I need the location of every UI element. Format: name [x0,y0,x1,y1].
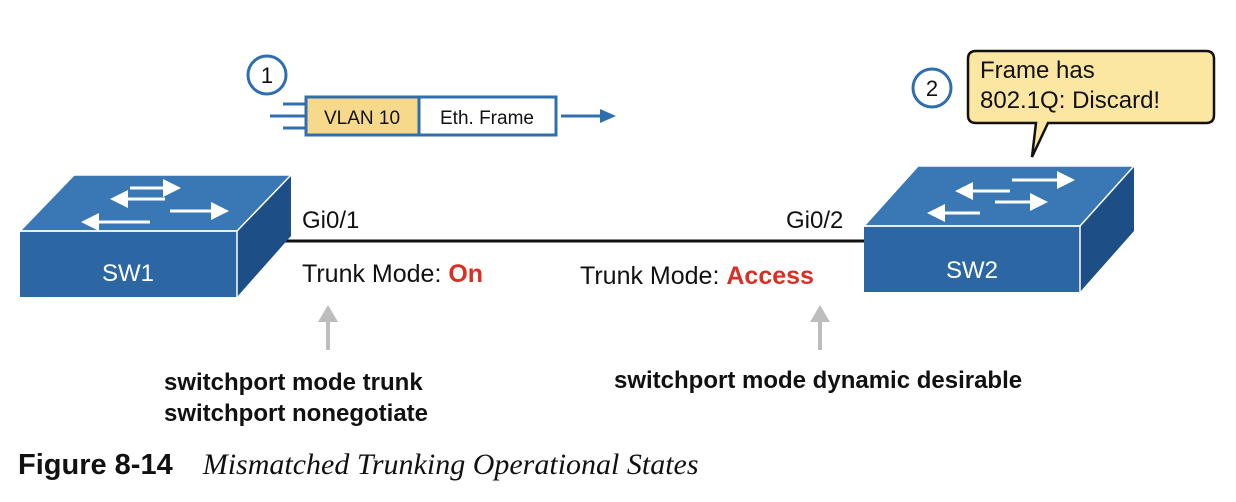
sw1-switch-icon [18,174,293,297]
sw1-command-1: switchport mode trunk [164,369,423,396]
eth-frame-box [417,95,558,137]
sw2-port-label: Gi0/2 [786,207,844,234]
figure-title: Mismatched Trunking Operational States [202,448,699,481]
sw1-trunk-mode: Trunk Mode: On [302,260,483,289]
sw2-trunk-mode: Trunk Mode: Access [580,262,814,291]
step-1-number: 1 [261,63,273,88]
direction-arrowhead [600,109,616,123]
step-2-number: 2 [926,76,938,101]
discard-callout: Frame has 802.1Q: Discard! [967,51,1212,123]
sw1-command-2: switchport nonegotiate [164,400,428,427]
sw1-port-label: Gi0/1 [302,207,360,234]
tagged-frame: VLAN 10 Eth. Frame [270,95,616,137]
sw2-config-commands: switchport mode dynamic desirable [614,365,1022,396]
sw2-command-1: switchport mode dynamic desirable [614,367,1023,394]
sw1-config-pointer [318,305,338,350]
sw1-trunk-mode-label: Trunk Mode: [302,260,442,288]
figure-number: Figure 8-14 [18,449,173,481]
sw2-trunk-mode-value: Access [726,262,814,290]
sw2-switch-icon [862,165,1136,292]
callout-line-1: Frame has [980,57,1095,84]
sw1-name: SW1 [102,260,154,287]
figure-caption: Figure 8-14 Mismatched Trunking Operation… [18,448,699,482]
vlan-tag-label: VLAN 10 [324,108,400,129]
step-1-badge: 1 [246,54,288,96]
callout-line-2: 802.1Q: Discard! [980,87,1161,114]
sw2-name: SW2 [946,257,998,284]
sw2-config-pointer [810,305,830,350]
sw2-trunk-mode-label: Trunk Mode: [580,262,720,290]
callout-bubble [966,49,1216,158]
callout-text: Frame has 802.1Q: Discard! [980,56,1160,116]
step-2-badge: 2 [911,67,953,109]
sw1-trunk-mode-value: On [448,260,484,288]
sw1-config-commands: switchport mode trunk switchport nonegot… [164,367,428,429]
eth-frame-label: Eth. Frame [440,108,534,129]
